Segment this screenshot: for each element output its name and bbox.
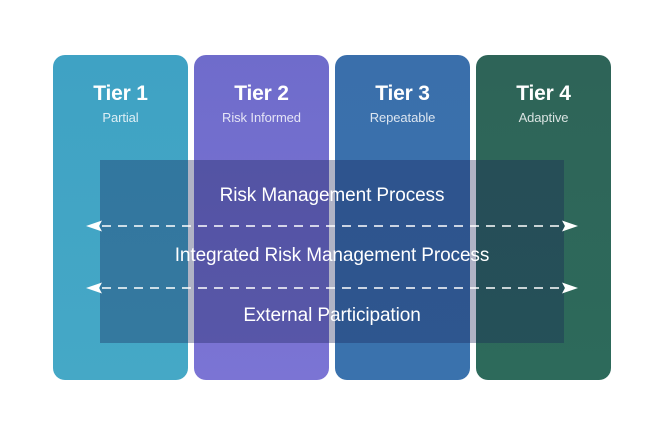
tier-column-4[interactable]: Tier 4 Adaptive — [476, 55, 611, 380]
tier-title-3: Tier 3 — [375, 82, 430, 105]
tier-subtitle-2: Risk Informed — [222, 110, 301, 126]
tier-subtitle-1: Partial — [102, 110, 139, 126]
tier-title-4: Tier 4 — [516, 82, 571, 105]
tier-column-3[interactable]: Tier 3 Repeatable — [335, 55, 470, 380]
tier-column-group: Tier 1 Partial Tier 2 Risk Informed Tier… — [53, 55, 611, 380]
double-headed-arrow-icon — [86, 282, 578, 294]
band-arrow-risk-management-process — [86, 219, 578, 233]
tier-subtitle-3: Repeatable — [369, 110, 436, 126]
band-arrow-integrated-risk-management-process — [86, 281, 578, 295]
band-label-integrated-risk-management-process: Integrated Risk Management Process — [174, 245, 490, 266]
double-headed-arrow-icon — [86, 220, 578, 232]
tier-column-2[interactable]: Tier 2 Risk Informed — [194, 55, 329, 380]
tier-title-2: Tier 2 — [234, 82, 289, 105]
band-label-external-participation: External Participation — [243, 305, 421, 326]
tier-subtitle-4: Adaptive — [518, 110, 569, 126]
tier-column-1[interactable]: Tier 1 Partial — [53, 55, 188, 380]
band-label-risk-management-process: Risk Management Process — [219, 185, 445, 206]
tier-title-1: Tier 1 — [93, 82, 148, 105]
